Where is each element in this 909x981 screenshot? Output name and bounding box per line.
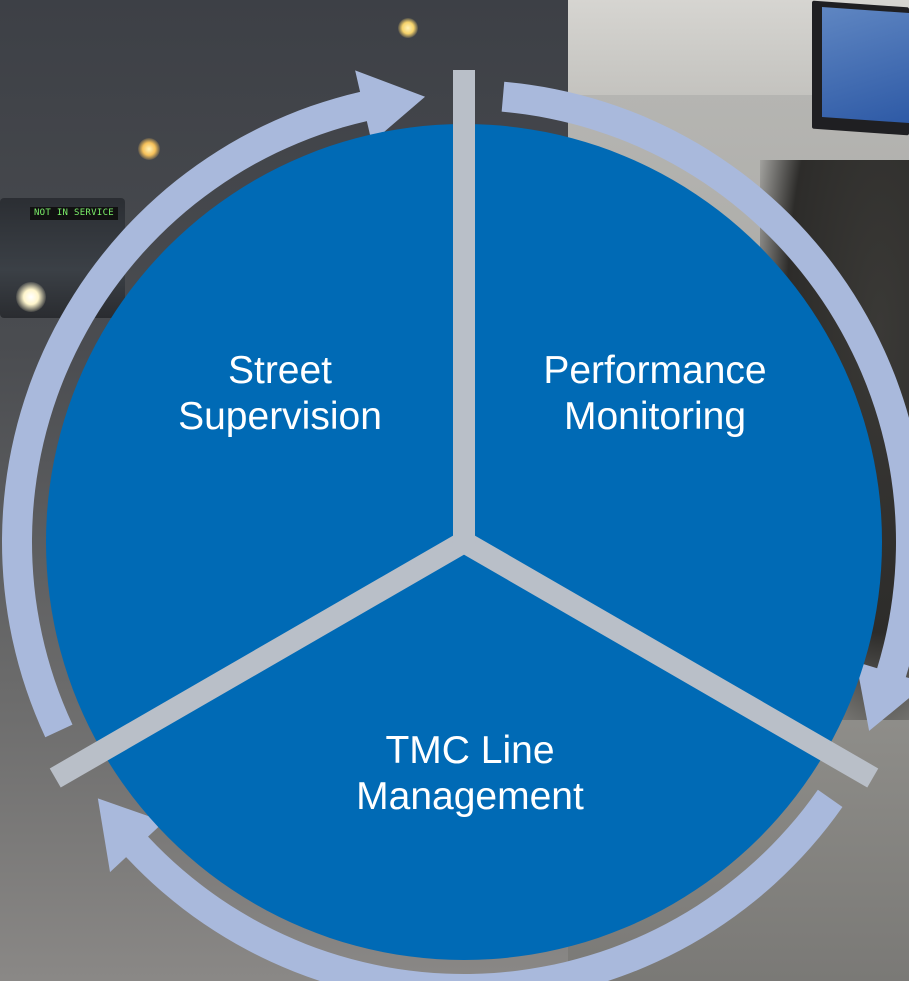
- street-light: [138, 138, 160, 160]
- label-line: Supervision: [178, 395, 382, 438]
- arrow-street-to-performance: [1, 70, 426, 738]
- label-line: Street: [227, 349, 333, 392]
- cycle-arrows: [1, 70, 909, 981]
- label-line: Management: [356, 775, 584, 818]
- segment-divider: [458, 532, 879, 788]
- label-line: Performance: [543, 349, 767, 392]
- segment-label-tmc-line-management: TMC Line Management: [310, 728, 630, 820]
- segment-divider: [49, 532, 470, 788]
- hub: [452, 530, 476, 554]
- label-line: Monitoring: [563, 395, 747, 438]
- arrow-performance-to-tmc: [501, 81, 909, 731]
- segment-dividers: [49, 70, 879, 788]
- arrow-tmc-to-street: [97, 789, 843, 981]
- segment-label-performance-monitoring: Performance Monitoring: [505, 348, 805, 440]
- street-light: [398, 18, 418, 38]
- bus-headlight: [16, 282, 46, 312]
- label-line: TMC Line: [385, 729, 555, 772]
- bus-destination-sign: NOT IN SERVICE: [30, 207, 118, 220]
- segment-label-street-supervision: Street Supervision: [145, 348, 415, 440]
